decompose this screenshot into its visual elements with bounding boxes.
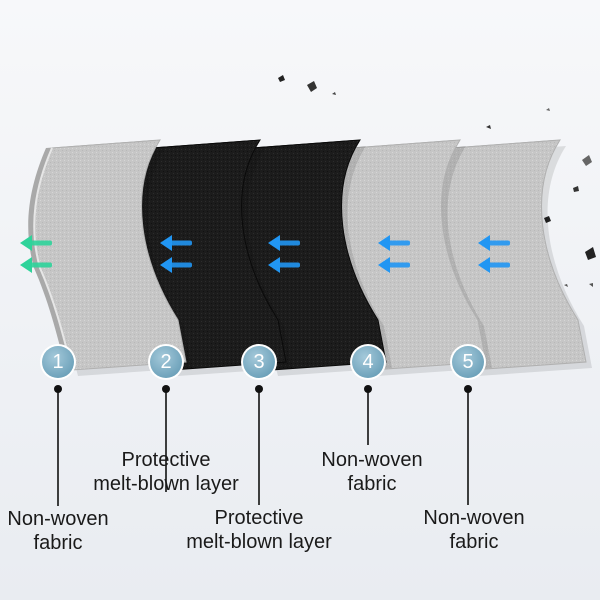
layer-3-badge: 3 <box>241 344 277 380</box>
layer-number: 2 <box>160 351 171 373</box>
layer-4-badge: 4 <box>350 344 386 380</box>
airflow-arrow-icon <box>268 257 300 273</box>
airflow-arrow-icon <box>378 235 410 251</box>
layer-4-label-line2: fabric <box>348 473 397 495</box>
layer-2-label-line1: Protective <box>122 449 211 471</box>
airflow-arrow-icon <box>378 257 410 273</box>
layer-1-label-line1: Non-woven <box>7 508 108 530</box>
layer-5-label-line2: fabric <box>450 531 499 553</box>
airflow-arrow-icon <box>20 235 52 251</box>
airflow-arrow-icon <box>268 235 300 251</box>
layer-number: 3 <box>253 351 264 373</box>
layer-4-label-line1: Non-woven <box>321 449 422 471</box>
layer-3-label-line2: melt-blown layer <box>186 531 332 553</box>
layer-5-badge: 5 <box>450 344 486 380</box>
layer-number: 5 <box>462 351 473 373</box>
layer-2-badge: 2 <box>148 344 184 380</box>
airflow-arrow-icon <box>20 257 52 273</box>
airflow-arrow-icon <box>160 235 192 251</box>
layer-number: 4 <box>362 351 373 373</box>
layer-1-panel <box>20 139 192 376</box>
airflow-arrow-icon <box>478 235 510 251</box>
layer-2-label-line2: melt-blown layer <box>93 473 239 495</box>
layer-1-label-line2: fabric <box>34 532 83 554</box>
layer-3-label-line1: Protective <box>215 507 304 529</box>
airflow-arrow-icon <box>160 257 192 273</box>
dust-particles <box>278 75 596 287</box>
layer-number: 1 <box>52 351 63 373</box>
layer-5-label-line1: Non-woven <box>423 507 524 529</box>
layer-1-badge: 1 <box>40 344 76 380</box>
airflow-arrow-icon <box>478 257 510 273</box>
